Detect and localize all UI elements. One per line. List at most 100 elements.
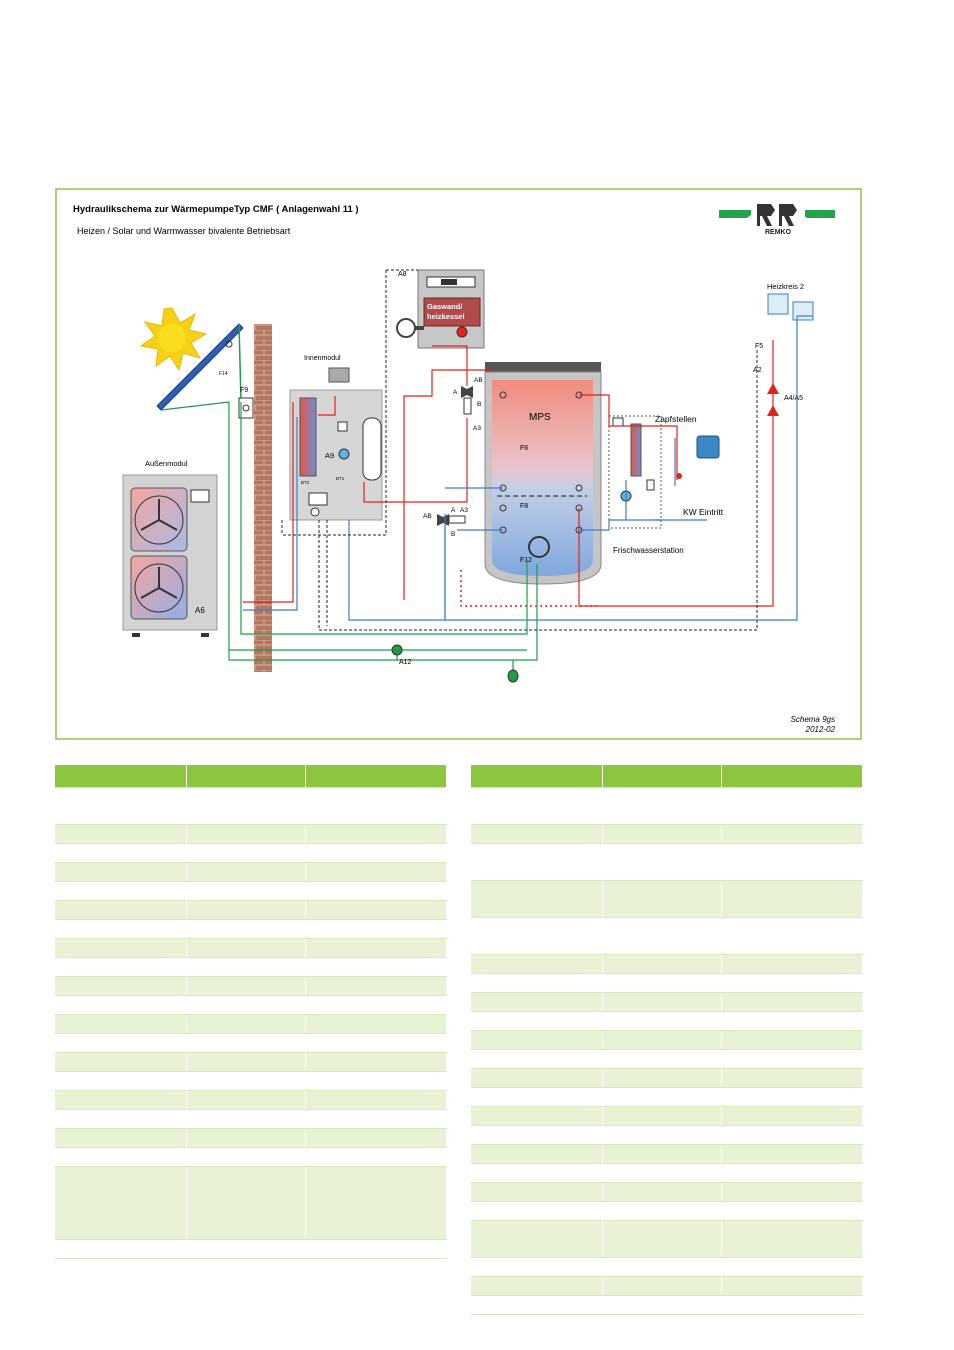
table-cell <box>602 1030 722 1050</box>
table-cell <box>602 1068 722 1088</box>
diagram-title: Hydraulikschema zur WärmepumpeTyp CMF ( … <box>73 204 359 215</box>
table-row <box>55 1090 447 1110</box>
table-row <box>471 1220 863 1258</box>
table-cell <box>471 1220 603 1258</box>
solar-pump-a12 <box>391 644 403 656</box>
table-cell <box>186 843 306 863</box>
gas-boiler: A8 Gaswand/ heizkessel <box>396 269 485 349</box>
table-cell <box>186 1147 306 1167</box>
table-cell <box>305 995 447 1015</box>
table-header-row <box>471 765 863 788</box>
svg-text:heizkessel: heizkessel <box>427 312 465 321</box>
sensor-f9 <box>238 397 254 419</box>
table-cell <box>305 1090 447 1110</box>
table-cell <box>305 1128 447 1148</box>
table-cell <box>602 1049 722 1069</box>
table-cell <box>305 1033 447 1053</box>
table-cell <box>602 1220 722 1258</box>
table-row <box>55 1071 447 1091</box>
svg-text:Zapfstellen: Zapfstellen <box>655 414 697 424</box>
table-cell <box>305 862 447 882</box>
table-cell <box>721 1106 863 1126</box>
hydraulic-diagram-frame: Hydraulikschema zur WärmepumpeTyp CMF ( … <box>55 188 862 740</box>
svg-text:AB: AB <box>423 513 432 520</box>
return-pipes <box>243 315 813 621</box>
sun-icon <box>139 307 208 372</box>
table-row <box>471 1295 863 1315</box>
table-cell <box>471 1257 603 1277</box>
table-row <box>55 976 447 996</box>
table-cell <box>305 938 447 958</box>
control-lines <box>281 269 758 631</box>
table-row <box>471 1049 863 1069</box>
svg-text:MPS: MPS <box>529 412 551 423</box>
table-row <box>471 1068 863 1088</box>
table-cell <box>186 881 306 901</box>
svg-text:B: B <box>477 401 481 408</box>
table-cell <box>55 787 187 825</box>
svg-text:F8: F8 <box>520 503 528 510</box>
svg-text:Heizkreis 2: Heizkreis 2 <box>767 282 804 291</box>
solar-collector <box>156 323 244 411</box>
table-cell <box>55 1090 187 1110</box>
table-cell <box>305 1109 447 1129</box>
table-cell <box>305 843 447 863</box>
table-cell <box>55 1052 187 1072</box>
table-row <box>55 1109 447 1129</box>
table-row <box>55 1052 447 1072</box>
table-cell <box>471 973 603 993</box>
table-cell <box>471 1106 603 1126</box>
table-row <box>471 1276 863 1296</box>
table-row <box>471 1257 863 1277</box>
table-cell <box>55 843 187 863</box>
table-cell <box>602 1087 722 1107</box>
table-cell <box>471 787 603 825</box>
table-cell <box>55 1014 187 1034</box>
table-row <box>471 787 863 825</box>
table-cell <box>305 1166 447 1240</box>
table-cell <box>305 881 447 901</box>
table-cell <box>721 1068 863 1088</box>
table-cell <box>602 1276 722 1296</box>
table-cell <box>721 1125 863 1145</box>
table-cell <box>471 1295 603 1315</box>
table-row <box>471 1201 863 1221</box>
table-cell <box>55 1128 187 1148</box>
table-cell <box>471 824 603 844</box>
table-cell <box>305 1014 447 1034</box>
parts-table-left <box>55 765 447 1259</box>
table-row <box>55 919 447 939</box>
table-row <box>55 1033 447 1053</box>
parts-table-right <box>471 765 863 1315</box>
table-row <box>55 843 447 863</box>
table-cell <box>602 1011 722 1031</box>
table-cell <box>721 973 863 993</box>
table-row <box>55 1147 447 1167</box>
svg-text:Frischwasserstation: Frischwasserstation <box>613 546 684 555</box>
table-cell <box>602 1295 722 1315</box>
table-cell <box>186 1052 306 1072</box>
table-cell <box>186 919 306 939</box>
mixing-valve-a3-bottom: AB A A3 B <box>423 507 468 538</box>
table-cell <box>721 917 863 955</box>
table-cell <box>721 1182 863 1202</box>
solar-pipes <box>228 402 538 670</box>
table-row <box>471 992 863 1012</box>
table-row <box>55 881 447 901</box>
table-cell <box>602 954 722 974</box>
table-cell <box>721 992 863 1012</box>
table-cell <box>602 1163 722 1183</box>
table-cell <box>471 917 603 955</box>
svg-text:A4/A5: A4/A5 <box>784 395 803 402</box>
table-row <box>471 973 863 993</box>
table-row <box>471 1087 863 1107</box>
table-row <box>471 1011 863 1031</box>
table-cell <box>602 1106 722 1126</box>
table-row <box>471 954 863 974</box>
table-cell <box>186 787 306 825</box>
indoor-module: Innenmodul A9 BT2 BT1 <box>289 355 383 521</box>
svg-text:BT1: BT1 <box>336 476 345 481</box>
table-cell <box>471 1030 603 1050</box>
flow-pipes <box>243 340 774 607</box>
table-cell <box>721 1295 863 1315</box>
